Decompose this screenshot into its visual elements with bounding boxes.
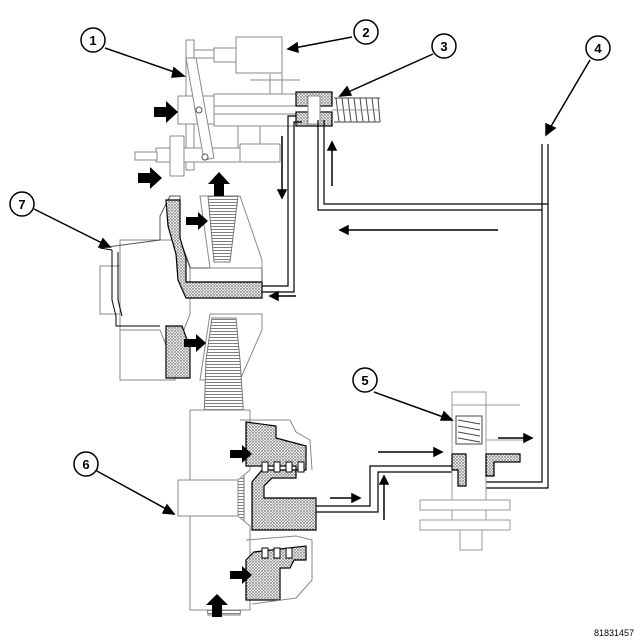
callout-6: 6 [73, 451, 99, 477]
force-arrow [184, 334, 206, 352]
figure-id: 81831457 [594, 628, 634, 638]
ratio-control-valve [295, 91, 381, 127]
callout-2: 2 [353, 19, 379, 45]
force-arrow [208, 172, 230, 196]
stepper-motor [235, 36, 283, 74]
force-arrow [138, 167, 162, 189]
callout-2-label: 2 [362, 25, 369, 40]
force-arrow [230, 566, 252, 584]
valve-spring [332, 97, 381, 123]
callout-1: 1 [80, 27, 106, 53]
force-arrow [230, 445, 252, 463]
driven-pulley-servo [245, 421, 317, 531]
callout-4-label: 4 [594, 41, 602, 56]
driven-pulley [177, 409, 317, 611]
callout-7-label: 7 [18, 197, 25, 212]
callout-5: 5 [352, 367, 378, 393]
callout-3-label: 3 [440, 39, 447, 54]
drive-pulley-servo [165, 199, 263, 299]
force-arrow [154, 101, 178, 123]
callout-3: 3 [431, 33, 457, 59]
stepper-motor-neck [213, 47, 237, 63]
callout-5-label: 5 [361, 373, 368, 388]
callout-leaders [33, 36, 591, 515]
callout-1-label: 1 [89, 33, 96, 48]
shift-mechanism [134, 36, 305, 177]
flow-arrows [138, 101, 534, 617]
force-arrow [206, 594, 228, 617]
callout-4: 4 [585, 35, 611, 61]
callout-7: 7 [9, 191, 35, 217]
callout-6-label: 6 [82, 457, 89, 472]
pressure-regulator-valve [419, 391, 526, 551]
force-arrow [186, 212, 208, 230]
